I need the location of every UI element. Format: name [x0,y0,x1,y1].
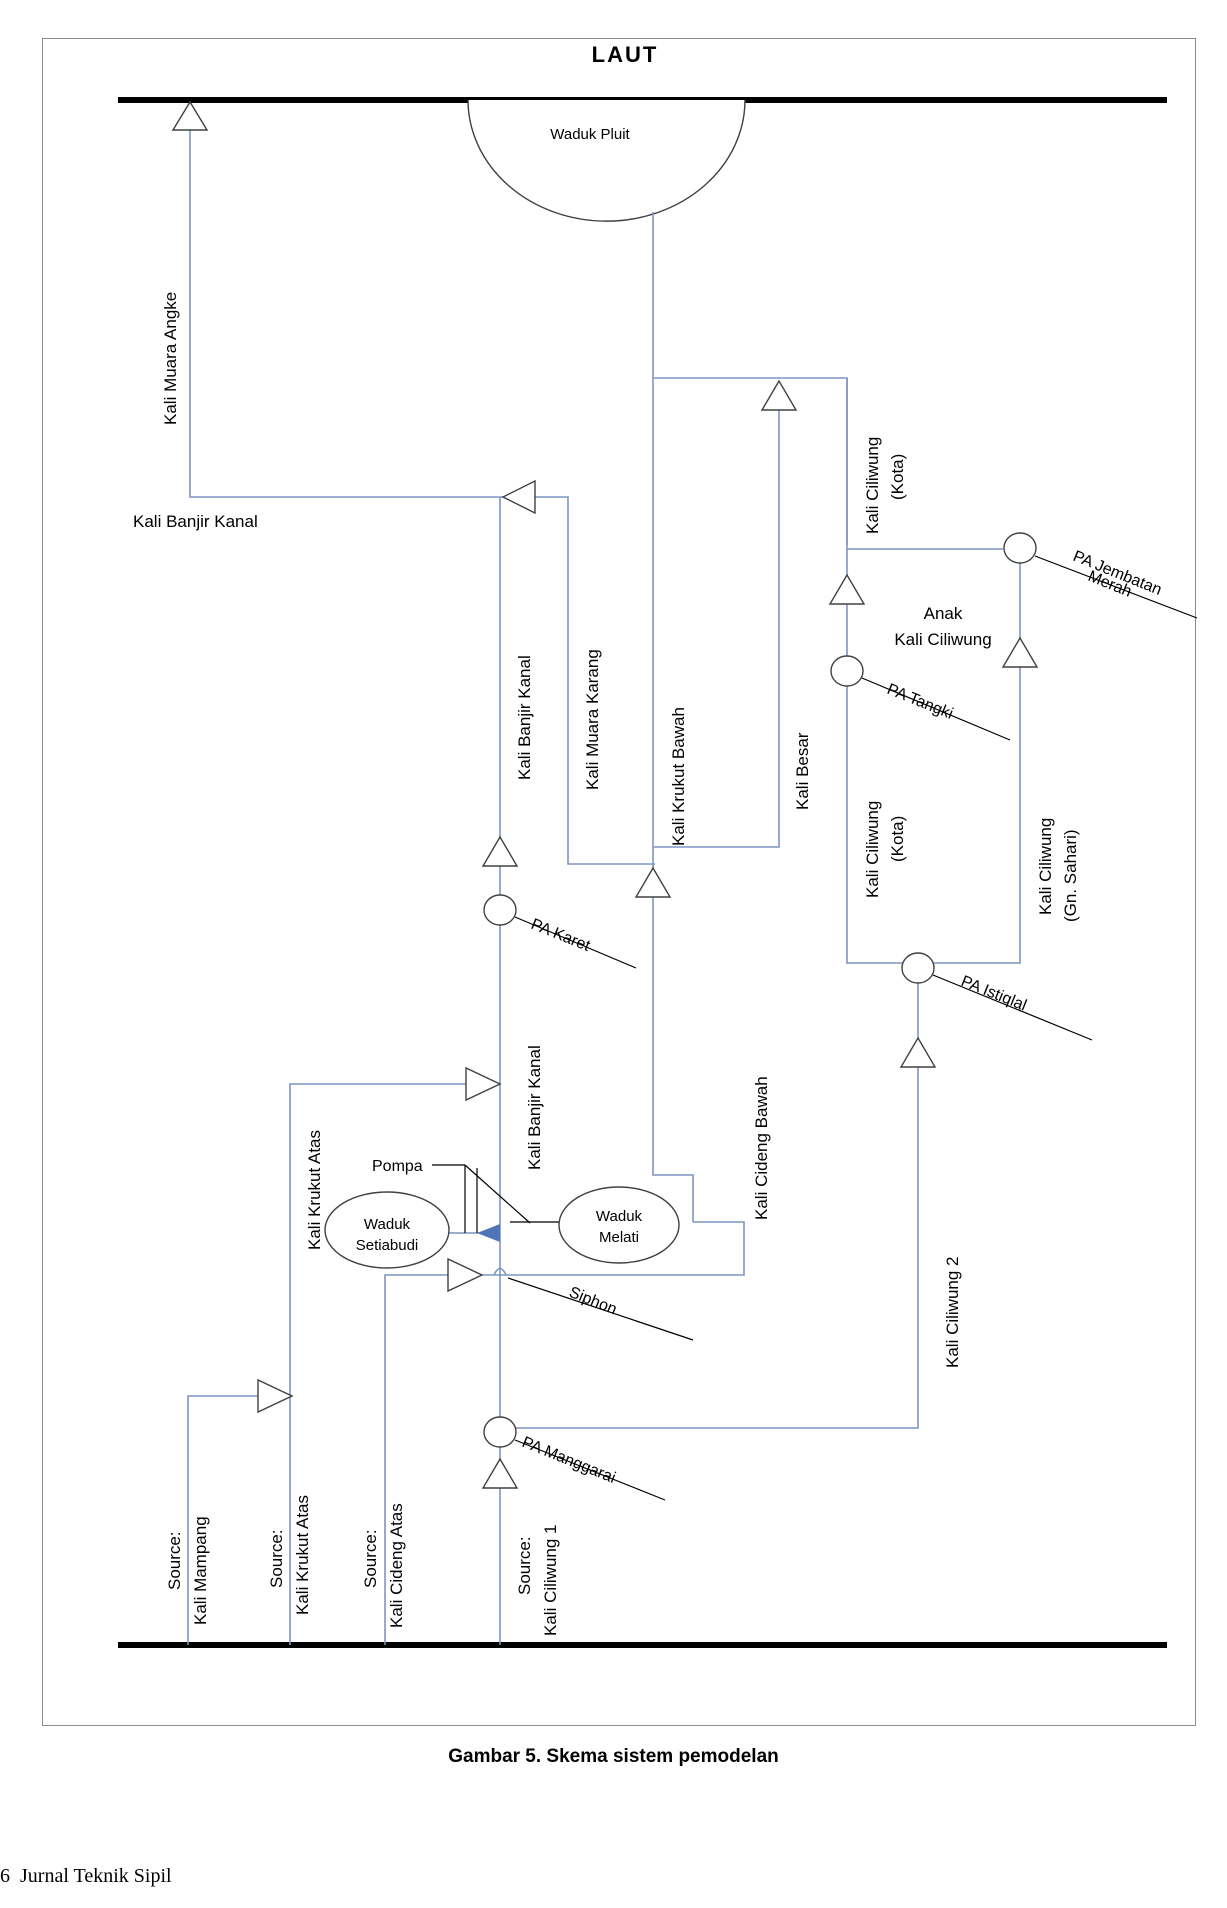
waduk-melati-label-2: Melati [599,1229,639,1246]
node-anak-ciliwung [1001,636,1039,668]
source-krukut-atas-label-2: Kali Krukut Atas [293,1495,312,1615]
kali-besar-loop-line [653,410,780,848]
pa-tangki-station [830,655,864,687]
node-krukut-atas [465,1066,502,1102]
waduk-pluit-label: Waduk Pluit [550,126,630,143]
pa-istiqlal-station [901,952,935,984]
river-network [187,110,1021,1645]
pump-stations [483,532,1198,1501]
source-mampang-label-1: Source: [165,1531,184,1590]
waduk-pluit-reservoir [467,99,746,222]
pa-karet-label: PA Karet [529,916,593,955]
waduk-setiabudi-label-2: Setiabudi [356,1237,419,1254]
pompa-symbol [432,1164,560,1276]
kali-ciliwung-kota-mid-label-2: (Kota) [888,816,907,862]
kali-cideng-atas-line [384,1274,448,1645]
kali-banjir-kanal-top-label: Kali Banjir Kanal [133,512,258,531]
kali-muara-angke-label: Kali Muara Angke [161,292,180,425]
node-ciliwung-1 [481,1457,519,1489]
kali-besar-label: Kali Besar [793,732,812,810]
kali-ciliwung-2-label: Kali Ciliwung 2 [943,1257,962,1369]
node-mampang [257,1378,294,1414]
kali-ciliwung-2-line [514,975,919,1429]
kali-muara-karang-label: Kali Muara Karang [583,649,602,790]
source-mampang-label-2: Kali Mampang [191,1516,210,1625]
node-banjir-kanal-upper [481,835,519,867]
source-ciliwung-1-label-1: Source: [515,1536,534,1595]
node-banjir-kanal-junction [501,479,536,515]
kali-ciliwung-kota-mid-label-1: Kali Ciliwung [863,801,882,898]
waduk-setiabudi-label-1: Waduk [364,1216,411,1233]
kali-banjir-kanal-low-label: Kali Banjir Kanal [525,1045,544,1170]
flow-nodes [171,100,1039,1489]
siphon-pointer [507,1277,694,1341]
kali-ciliwung-kota-top-label-2: (Kota) [888,454,907,500]
node-ciliwung-2 [899,1036,937,1068]
kali-ciliwung-sahari-label-2: (Gn. Sahari) [1061,829,1080,922]
source-cideng-atas-label-2: Kali Cideng Atas [387,1503,406,1628]
pa-jembatan-merah-station [1003,532,1037,564]
pa-manggarai-pointer [514,1439,666,1501]
kali-krukut-atas-line [289,1083,466,1645]
kali-cideng-bawah-label: Kali Cideng Bawah [752,1076,771,1220]
kali-krukut-bawah-label: Kali Krukut Bawah [669,707,688,846]
node-kali-besar-top [760,379,798,411]
pa-karet-pointer [514,916,637,969]
kali-banjir-kanal-mid-label: Kali Banjir Kanal [515,655,534,780]
kali-besar-line [653,377,848,545]
anak-kali-ciliwung-label-2: Kali Ciliwung [894,630,991,649]
pa-tangki-label: PA Tangki [885,681,956,723]
sea-label: LAUT [592,42,659,67]
pa-tangki-pointer [861,677,1011,741]
pa-karet-station [483,894,517,926]
waduk-melati-label-1: Waduk [596,1208,643,1225]
pompa-arrow-icon [477,1224,500,1242]
source-krukut-atas-label-1: Source: [267,1529,286,1588]
node-muara-angke-outlet [171,100,209,131]
pompa-label: Pompa [372,1158,423,1175]
node-siphon [447,1257,484,1293]
siphon-label: Siphon [567,1284,620,1318]
pa-istiqlal-label: PA Istiqlal [959,973,1029,1015]
siphon-crossing-icon [493,1267,507,1276]
source-cideng-atas-label-1: Source: [361,1529,380,1588]
anak-kali-ciliwung-label-1: Anak [924,604,963,623]
diagram-frame [42,38,1196,1726]
figure-caption: Gambar 5. Skema sistem pemodelan [448,1746,779,1767]
pa-istiqlal-pointer [932,974,1093,1041]
kali-muara-karang-line [535,496,655,865]
kali-ciliwung-sahari-label-1: Kali Ciliwung [1036,818,1055,915]
pa-manggarai-label: PA Manggarai [520,1434,618,1487]
waduk-setiabudi-reservoir [324,1191,450,1269]
source-ciliwung-1-label-2: Kali Ciliwung 1 [541,1525,560,1637]
page-footer: 6 Jurnal Teknik Sipil [0,1865,172,1887]
kali-muara-angke-line [189,110,505,498]
pompa-pointer-line-3 [464,1164,531,1224]
kali-krukut-atas-label: Kali Krukut Atas [305,1130,324,1250]
kali-mampang-line [187,1395,260,1645]
waduk-melati-reservoir [558,1186,680,1264]
kali-ciliwung-kota-top-label-1: Kali Ciliwung [863,437,882,534]
kali-krukut-bawah-line [652,212,694,1222]
node-krukut-bawah [634,866,672,898]
pa-jembatan-merah-pointer [1034,555,1198,619]
kali-cideng-bawah-line [478,1221,745,1276]
pa-manggarai-station [483,1416,517,1448]
node-ciliwung-kota-top [828,573,866,605]
